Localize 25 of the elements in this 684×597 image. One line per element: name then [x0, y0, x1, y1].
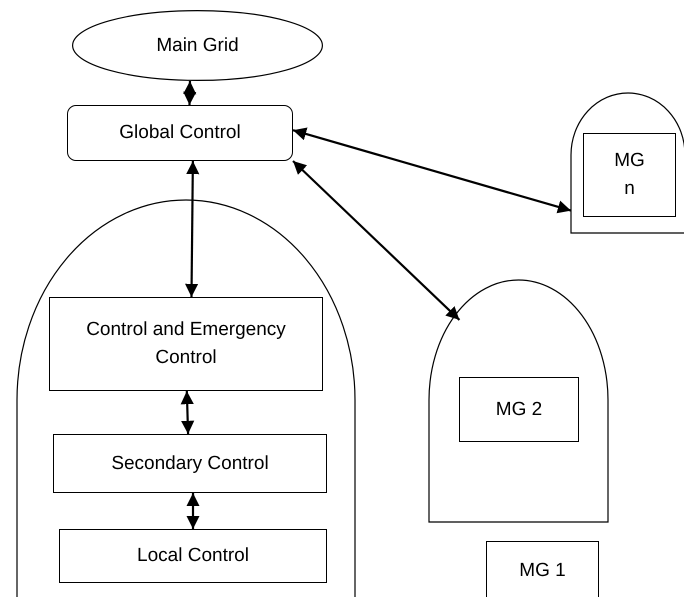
arrow: [185, 160, 200, 298]
arrow: [292, 128, 572, 214]
node-label: Control and Emergency Control: [85, 318, 287, 370]
node-label: Global Control: [119, 121, 241, 146]
arrow: [183, 80, 196, 106]
arrow: [180, 390, 194, 434]
arrow: [186, 493, 200, 529]
node-label: MG 2: [496, 398, 542, 422]
node-label: Local Control: [137, 544, 249, 568]
node-label: Secondary Control: [111, 452, 269, 476]
microgrid-box: [583, 133, 676, 217]
control-box: [67, 105, 293, 161]
control-box: [49, 297, 323, 391]
arch-outline: [17, 200, 355, 597]
microgrid-box: [486, 541, 599, 597]
node-label: MG 1: [519, 559, 566, 584]
arrow: [292, 160, 460, 321]
grid-ellipse: [72, 10, 323, 81]
arch-outline: [571, 93, 684, 233]
node-label: MG n: [613, 149, 646, 201]
control-box: [59, 529, 327, 583]
arch-outline: [429, 280, 608, 522]
microgrid-box: [459, 377, 579, 442]
control-box: [53, 434, 327, 493]
node-label: Main Grid: [156, 34, 239, 58]
